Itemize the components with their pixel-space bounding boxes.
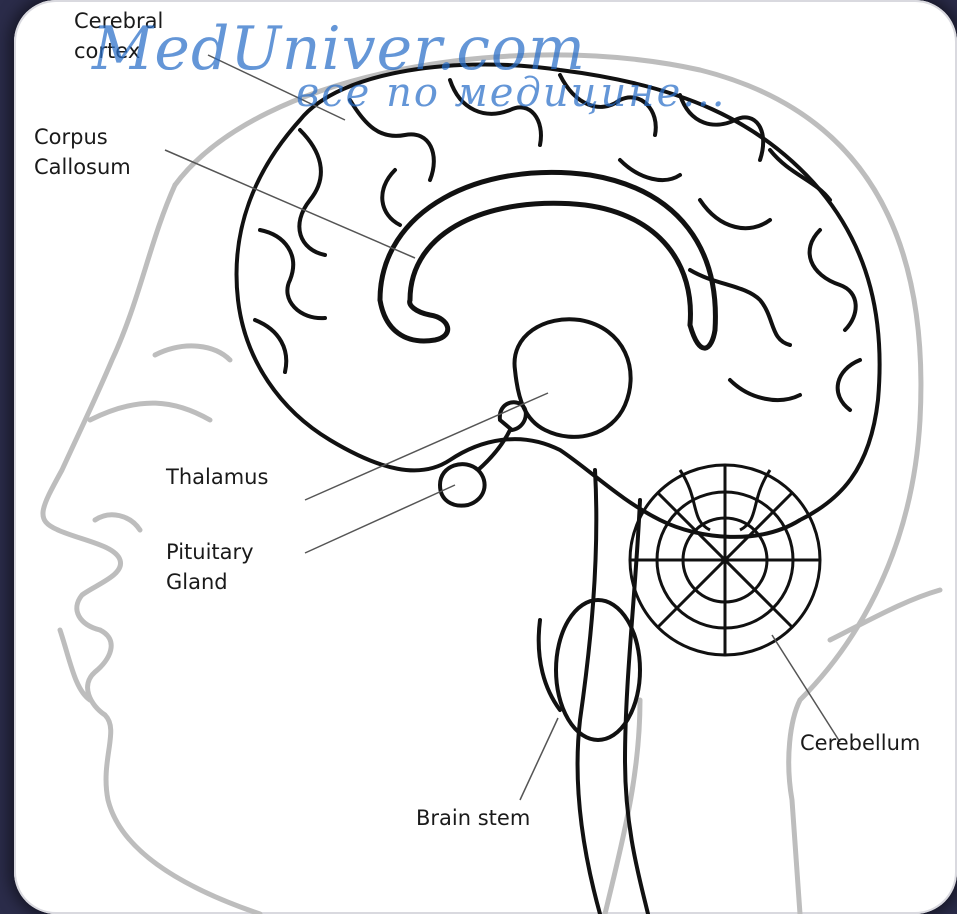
cerebellum-shape <box>630 465 820 655</box>
cerebrum <box>237 64 880 536</box>
label-brain-stem: Brain stem <box>416 803 530 833</box>
diagram-card: Cerebral cortex Corpus Callosum Thalamus… <box>14 0 957 914</box>
watermark-tagline: все по медицине... <box>296 70 726 116</box>
brain-illustration <box>14 0 957 914</box>
label-pituitary-gland: Pituitary Gland <box>166 537 254 597</box>
thalamus-shape <box>500 319 631 437</box>
label-thalamus: Thalamus <box>166 462 268 492</box>
diagram-frame: Cerebral cortex Corpus Callosum Thalamus… <box>14 0 957 914</box>
label-corpus-callosum: Corpus Callosum <box>34 122 131 182</box>
label-cerebellum: Cerebellum <box>800 728 920 758</box>
